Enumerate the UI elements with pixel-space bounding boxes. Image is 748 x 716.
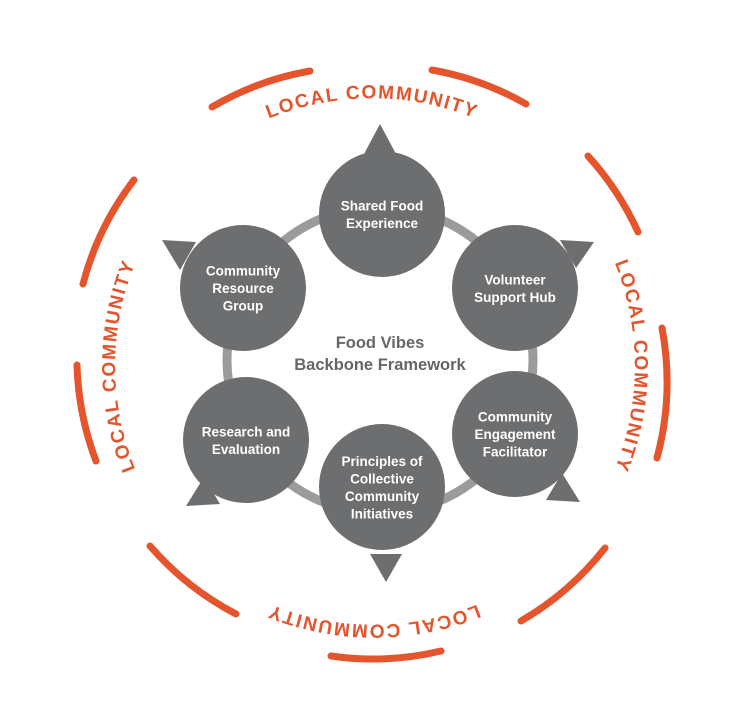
- node-label-line: Group: [223, 299, 264, 314]
- outer-ring-arc: [653, 324, 671, 462]
- node-label-line: Community: [206, 264, 281, 279]
- node-circle: [319, 151, 445, 277]
- arrow-up-icon: [364, 124, 396, 154]
- outer-ring-arc: [146, 542, 240, 618]
- arrows: [162, 124, 594, 582]
- node-label-line: Experience: [346, 216, 419, 231]
- node-label-line: Community: [345, 489, 420, 504]
- node-circle: [319, 424, 445, 550]
- outer-ring-arc: [327, 647, 445, 663]
- node-circle: [183, 377, 309, 503]
- ring-label-right: LOCAL COMMUNITY: [610, 257, 651, 475]
- node-label-line: Engagement: [474, 427, 556, 442]
- outer-ring-arc: [584, 152, 642, 236]
- center-title-line-1: Food Vibes: [336, 334, 425, 352]
- outer-ring-arc: [208, 67, 314, 111]
- outer-ring-arc: [73, 361, 100, 465]
- center-title-line-2: Backbone Framework: [294, 356, 466, 374]
- node-label-line: Facilitator: [483, 445, 548, 460]
- arrow-lower-left-icon: [186, 477, 220, 506]
- arrow-upper-right-icon: [560, 240, 594, 268]
- node-label-line: Initiatives: [351, 506, 413, 521]
- ring-label-top: LOCAL COMMUNITY: [263, 82, 481, 123]
- arrow-down-icon: [370, 554, 402, 582]
- outer-ring: [73, 66, 671, 663]
- outer-ring-arc: [79, 176, 138, 288]
- node-principles-of-collective-community-initiatives: Principles of CollectiveCommunityInitiati…: [319, 424, 445, 550]
- node-label-line: Volunteer: [484, 272, 546, 287]
- ring-label-bottom: LOCAL COMMUNITY: [265, 600, 483, 641]
- node-circle: [452, 371, 578, 497]
- outer-ring-arc: [428, 66, 530, 108]
- node-label-line: Principles of: [341, 454, 423, 469]
- outer-ring-arc: [517, 544, 609, 625]
- node-circle: [180, 225, 306, 351]
- arrow-lower-right-icon: [546, 473, 580, 502]
- node-label-line: Collective: [350, 471, 414, 486]
- node-label-line: Shared Food: [341, 198, 424, 213]
- node-label-line: Resource: [212, 281, 274, 296]
- node-circle: [452, 225, 578, 351]
- node-label-line: Community: [478, 410, 553, 425]
- arrow-upper-left-icon: [162, 240, 196, 270]
- node-label-line: Evaluation: [212, 442, 280, 457]
- ring-label-left: LOCAL COMMUNITY: [99, 257, 140, 475]
- node-label-line: Support Hub: [474, 290, 556, 305]
- node-label-line: Research and: [202, 424, 291, 439]
